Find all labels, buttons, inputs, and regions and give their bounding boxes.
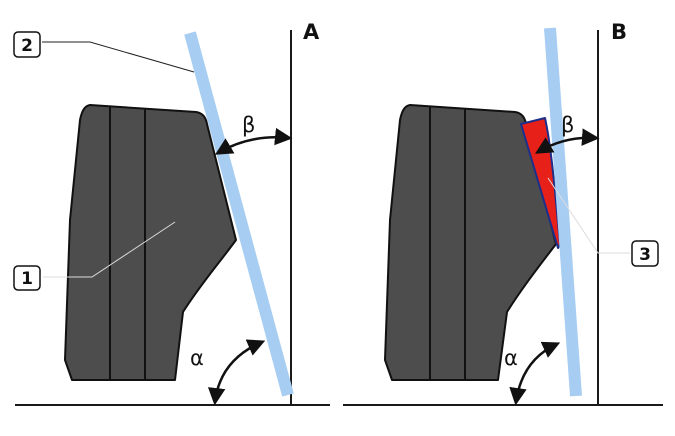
- callout-1-leader: [43, 221, 176, 278]
- callout-2-leader: [42, 41, 195, 73]
- panel-a: β α A 2 1: [13, 20, 330, 406]
- panel-a-beta-arrow: [214, 127, 293, 155]
- callout-3-box: [631, 240, 659, 267]
- panel-b-alpha-arrow: [509, 341, 561, 406]
- panel-a-label: A: [303, 20, 320, 44]
- callout-1-text: 1: [21, 269, 33, 289]
- panel-b-alpha-label: α: [504, 346, 518, 370]
- callout-3-text: 3: [639, 245, 651, 265]
- panel-b-tire: [384, 104, 557, 381]
- panel-a-tilted-strip: [184, 31, 294, 397]
- panel-a-alpha-arrow: [207, 339, 266, 406]
- panel-b-beta-label: β: [561, 113, 574, 137]
- panel-a-tire: [64, 104, 237, 381]
- panel-a-alpha-label: α: [190, 346, 204, 370]
- panel-b-label: B: [611, 20, 627, 44]
- panel-b: β α B 3: [343, 20, 663, 406]
- panel-b-tilted-strip: [544, 27, 582, 397]
- panel-a-beta-label: β: [242, 113, 255, 137]
- callout-2-text: 2: [21, 36, 33, 56]
- callout-3-leader: [547, 177, 630, 254]
- callout-1-box: [13, 265, 41, 291]
- callout-2-box: [13, 31, 41, 58]
- panel-b-beta-arrow: [534, 128, 600, 154]
